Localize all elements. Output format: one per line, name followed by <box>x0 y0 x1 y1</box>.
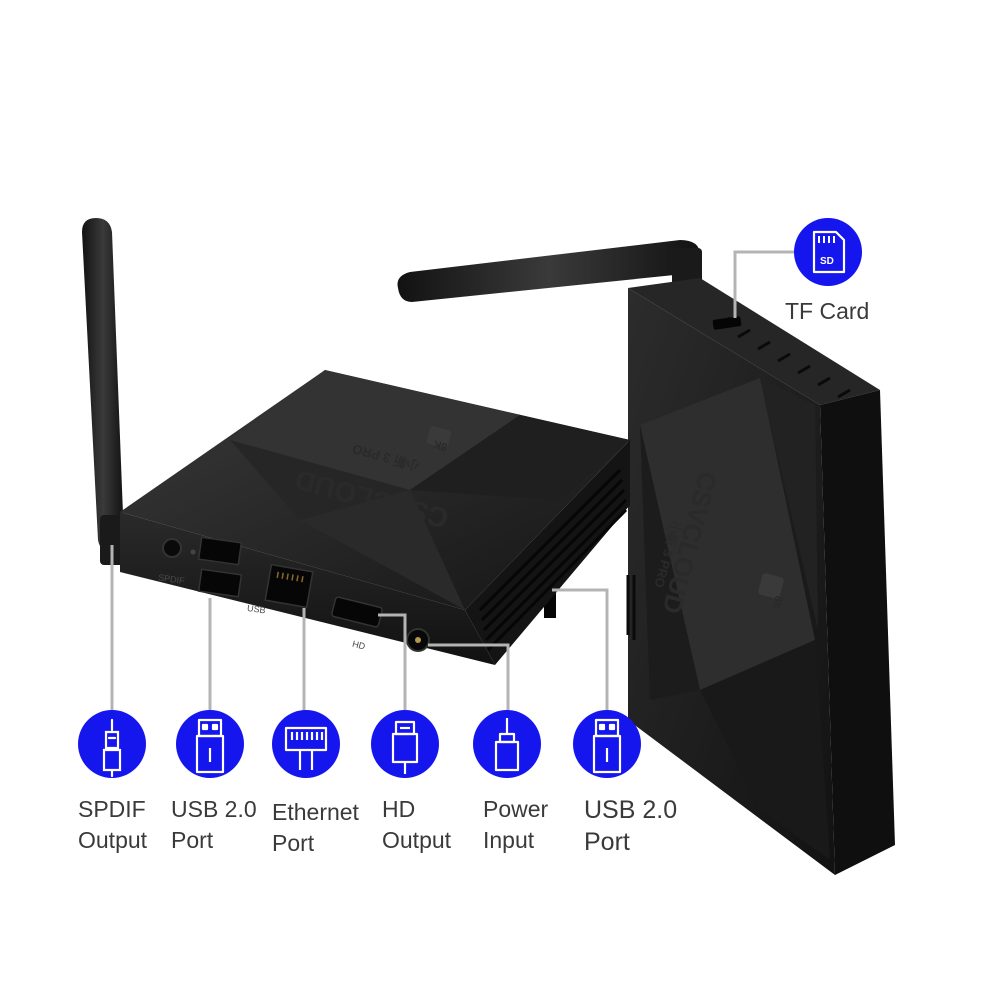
label-ethernet-port: Ethernet Port <box>272 797 359 859</box>
callout-power-input <box>473 710 541 778</box>
tf-card-slot <box>712 316 742 330</box>
panel-label-usb: USB <box>247 603 267 615</box>
callout-usb-port-right <box>573 710 641 778</box>
label-line: HD <box>382 796 416 822</box>
callout-usb-port-left <box>176 710 244 778</box>
leader-power <box>428 643 510 712</box>
label-line: Ethernet <box>272 799 359 825</box>
callout-spdif-output <box>78 710 146 778</box>
power-plug-icon <box>494 718 520 772</box>
label-line: Input <box>483 827 535 853</box>
label-line: Power <box>483 796 549 822</box>
leader-lines <box>110 250 796 712</box>
label-line: Output <box>382 827 452 853</box>
label-spdif-output: SPDIF Output <box>78 794 147 856</box>
label-line: USB 2.0 <box>171 796 257 822</box>
panel-label-spdif: SPDIF <box>158 572 186 586</box>
lying-8k-badge: 8K <box>432 437 449 452</box>
leader-tf-card <box>733 250 796 318</box>
sd-card-icon-text: SD <box>820 256 834 267</box>
usb-port-lower <box>197 568 243 598</box>
ethernet-port <box>264 563 314 609</box>
label-line: USB 2.0 <box>584 796 678 824</box>
callout-tf-card: SD <box>794 218 862 286</box>
callout-ethernet-port <box>272 710 340 778</box>
label-hd-output: HD Output <box>382 794 451 856</box>
leader-usb-right <box>552 588 609 712</box>
label-line: Output <box>78 827 148 853</box>
lying-side-vents <box>478 468 628 652</box>
hd-port <box>331 596 383 628</box>
usb-port-icon <box>592 718 622 774</box>
side-vents <box>626 575 636 640</box>
device-lying: CSVCLOUD 小新 3 PRO 8K SPDIF USB HD <box>120 370 630 665</box>
label-usb-port-right: USB 2.0 Port <box>584 794 677 858</box>
callout-hd-output <box>371 710 439 778</box>
leader-hd <box>378 613 407 712</box>
top-vents <box>717 316 851 399</box>
device-standing: CSVCLOUD 小新 3 PRO 8K <box>544 278 895 875</box>
label-line: Port <box>272 830 315 856</box>
usb-port-icon <box>195 718 225 774</box>
ethernet-port-icon <box>284 726 328 770</box>
hd-plug-icon <box>391 720 419 774</box>
label-line: SPDIF <box>78 796 146 822</box>
tf-card-label: TF Card <box>785 298 870 324</box>
label-line: Port <box>171 827 214 853</box>
spdif-jack-icon <box>102 718 122 778</box>
usb-port-upper <box>197 536 243 566</box>
sd-card-icon: SD <box>812 230 846 274</box>
standing-8k-badge: 8K <box>769 594 784 611</box>
label-line: Port <box>584 828 630 856</box>
label-usb-port-left: USB 2.0 Port <box>171 794 257 856</box>
spdif-jack <box>162 538 182 558</box>
label-power-input: Power Input <box>483 794 548 856</box>
panel-label-hd: HD <box>351 639 367 652</box>
